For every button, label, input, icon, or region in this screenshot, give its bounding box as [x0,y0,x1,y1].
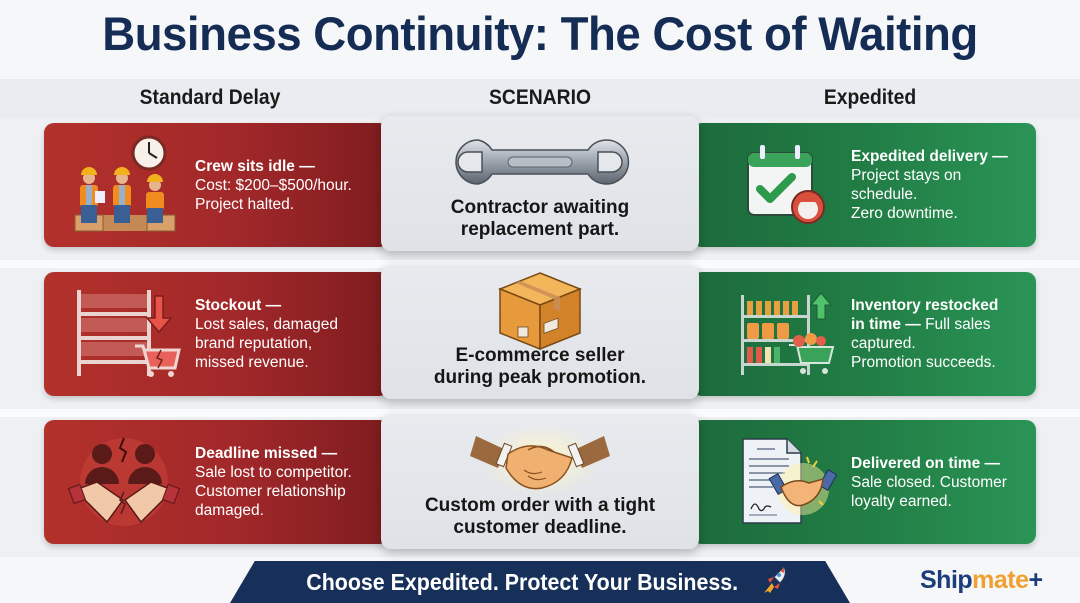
scenario-text: Custom order with a tight customer deadl… [424,495,656,538]
standard-text: Crew sits idle — Cost: $200–$500/hour. P… [195,157,352,213]
scenario-card-contractor: Contractor awaiting replacement part. [381,116,699,251]
shipping-box-icon [381,271,699,350]
expedited-text: Delivered on time — Sale closed. Custome… [851,454,1007,510]
page-title: Business Continuity: The Cost of Waiting [102,7,978,60]
row-divider [0,260,1080,268]
scenario-card-ecommerce: E-commerce seller during peak promotion. [381,265,699,399]
contract-handshake-icon [737,427,837,537]
idle-crew-clock-icon [62,130,187,240]
scenario-card-custom-order: Custom order with a tight customer deadl… [381,414,699,549]
expedited-text: Expedited delivery — Project stays on sc… [851,148,1008,222]
calendar-check-icon [737,130,837,240]
column-header-standard: Standard Delay [139,86,281,109]
scenario-text: E-commerce seller during peak promotion. [433,345,647,388]
row-divider [0,409,1080,417]
rocket-icon [762,565,790,600]
empty-shelf-broken-cart-icon [62,279,187,389]
expedited-text: Inventory restocked in time — Full sales… [851,297,999,371]
broken-handshake-icon [62,427,187,537]
stocked-shelf-cart-icon [737,279,837,389]
column-header-band [0,79,1080,119]
scenario-text: Contractor awaiting replacement part. [450,197,630,240]
cta-text: Choose Expedited. Protect Your Business. [306,568,738,595]
handshake-icon [381,422,699,497]
expedited-card-on-time: Delivered on time — Sale closed. Custome… [692,420,1036,544]
standard-card-deadline-missed: Deadline missed — Sale lost to competito… [44,420,389,544]
column-header-scenario: SCENARIO [488,86,591,109]
expedited-card-restock: Inventory restocked in time — Full sales… [692,272,1036,396]
column-header-expedited: Expedited [823,86,917,109]
cta-banner: Choose Expedited. Protect Your Business. [230,561,850,603]
standard-text: Stockout — Lost sales, damaged brand rep… [195,297,339,371]
shipmate-logo: Shipmate+ [920,566,1043,594]
standard-card-crew-idle: Crew sits idle — Cost: $200–$500/hour. P… [44,123,389,247]
standard-card-stockout: Stockout — Lost sales, damaged brand rep… [44,272,389,396]
expedited-card-delivery: Expedited delivery — Project stays on sc… [692,123,1036,247]
wrench-icon [381,124,699,199]
standard-text: Deadline missed — Sale lost to competito… [195,445,352,519]
